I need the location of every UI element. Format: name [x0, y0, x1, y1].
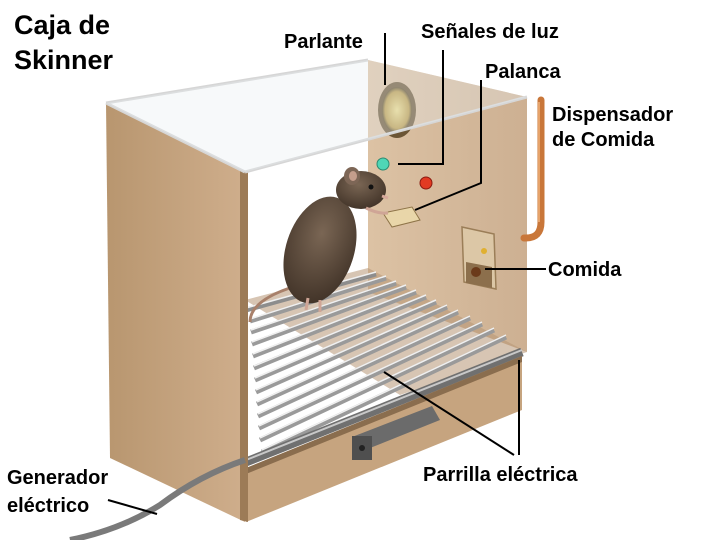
rat-illustration — [248, 167, 389, 323]
title-line-1: Caja de — [14, 10, 110, 40]
lever-label: Palanca — [485, 61, 561, 83]
grid-label: Parrilla eléctrica — [423, 464, 578, 486]
food-dispenser-tube — [520, 96, 545, 242]
lever-icon — [382, 206, 421, 228]
lever-leader-line — [414, 80, 482, 211]
red-light-icon — [419, 176, 433, 190]
glass-top — [106, 60, 527, 172]
power-cable — [69, 457, 246, 540]
dispenser-label-line-1: Dispensador — [552, 104, 673, 126]
generator-label-line-1: Generador — [7, 467, 108, 489]
lights-leader-line — [398, 50, 444, 165]
left-wall — [106, 103, 245, 522]
generator-label-line-2: eléctrico — [7, 495, 89, 517]
grid-connector — [352, 406, 440, 460]
leader-lines — [107, 33, 546, 515]
grid-leader-line-left — [383, 371, 515, 456]
food-label: Comida — [548, 259, 622, 281]
food-tray — [461, 226, 497, 290]
green-light-icon — [376, 157, 390, 171]
left-wall-edge — [240, 170, 248, 522]
speaker-label: Parlante — [284, 31, 363, 53]
dispenser-label-line-2: de Comida — [552, 129, 655, 151]
title-line-2: Skinner — [14, 45, 114, 75]
front-base-shade — [246, 356, 522, 474]
electric-grid — [244, 271, 524, 467]
speaker-icon — [378, 82, 416, 138]
light-signals — [376, 157, 433, 190]
lights-label: Señales de luz — [421, 21, 559, 43]
generator-leader-line — [107, 499, 158, 515]
food-pellet-icon — [471, 267, 481, 277]
